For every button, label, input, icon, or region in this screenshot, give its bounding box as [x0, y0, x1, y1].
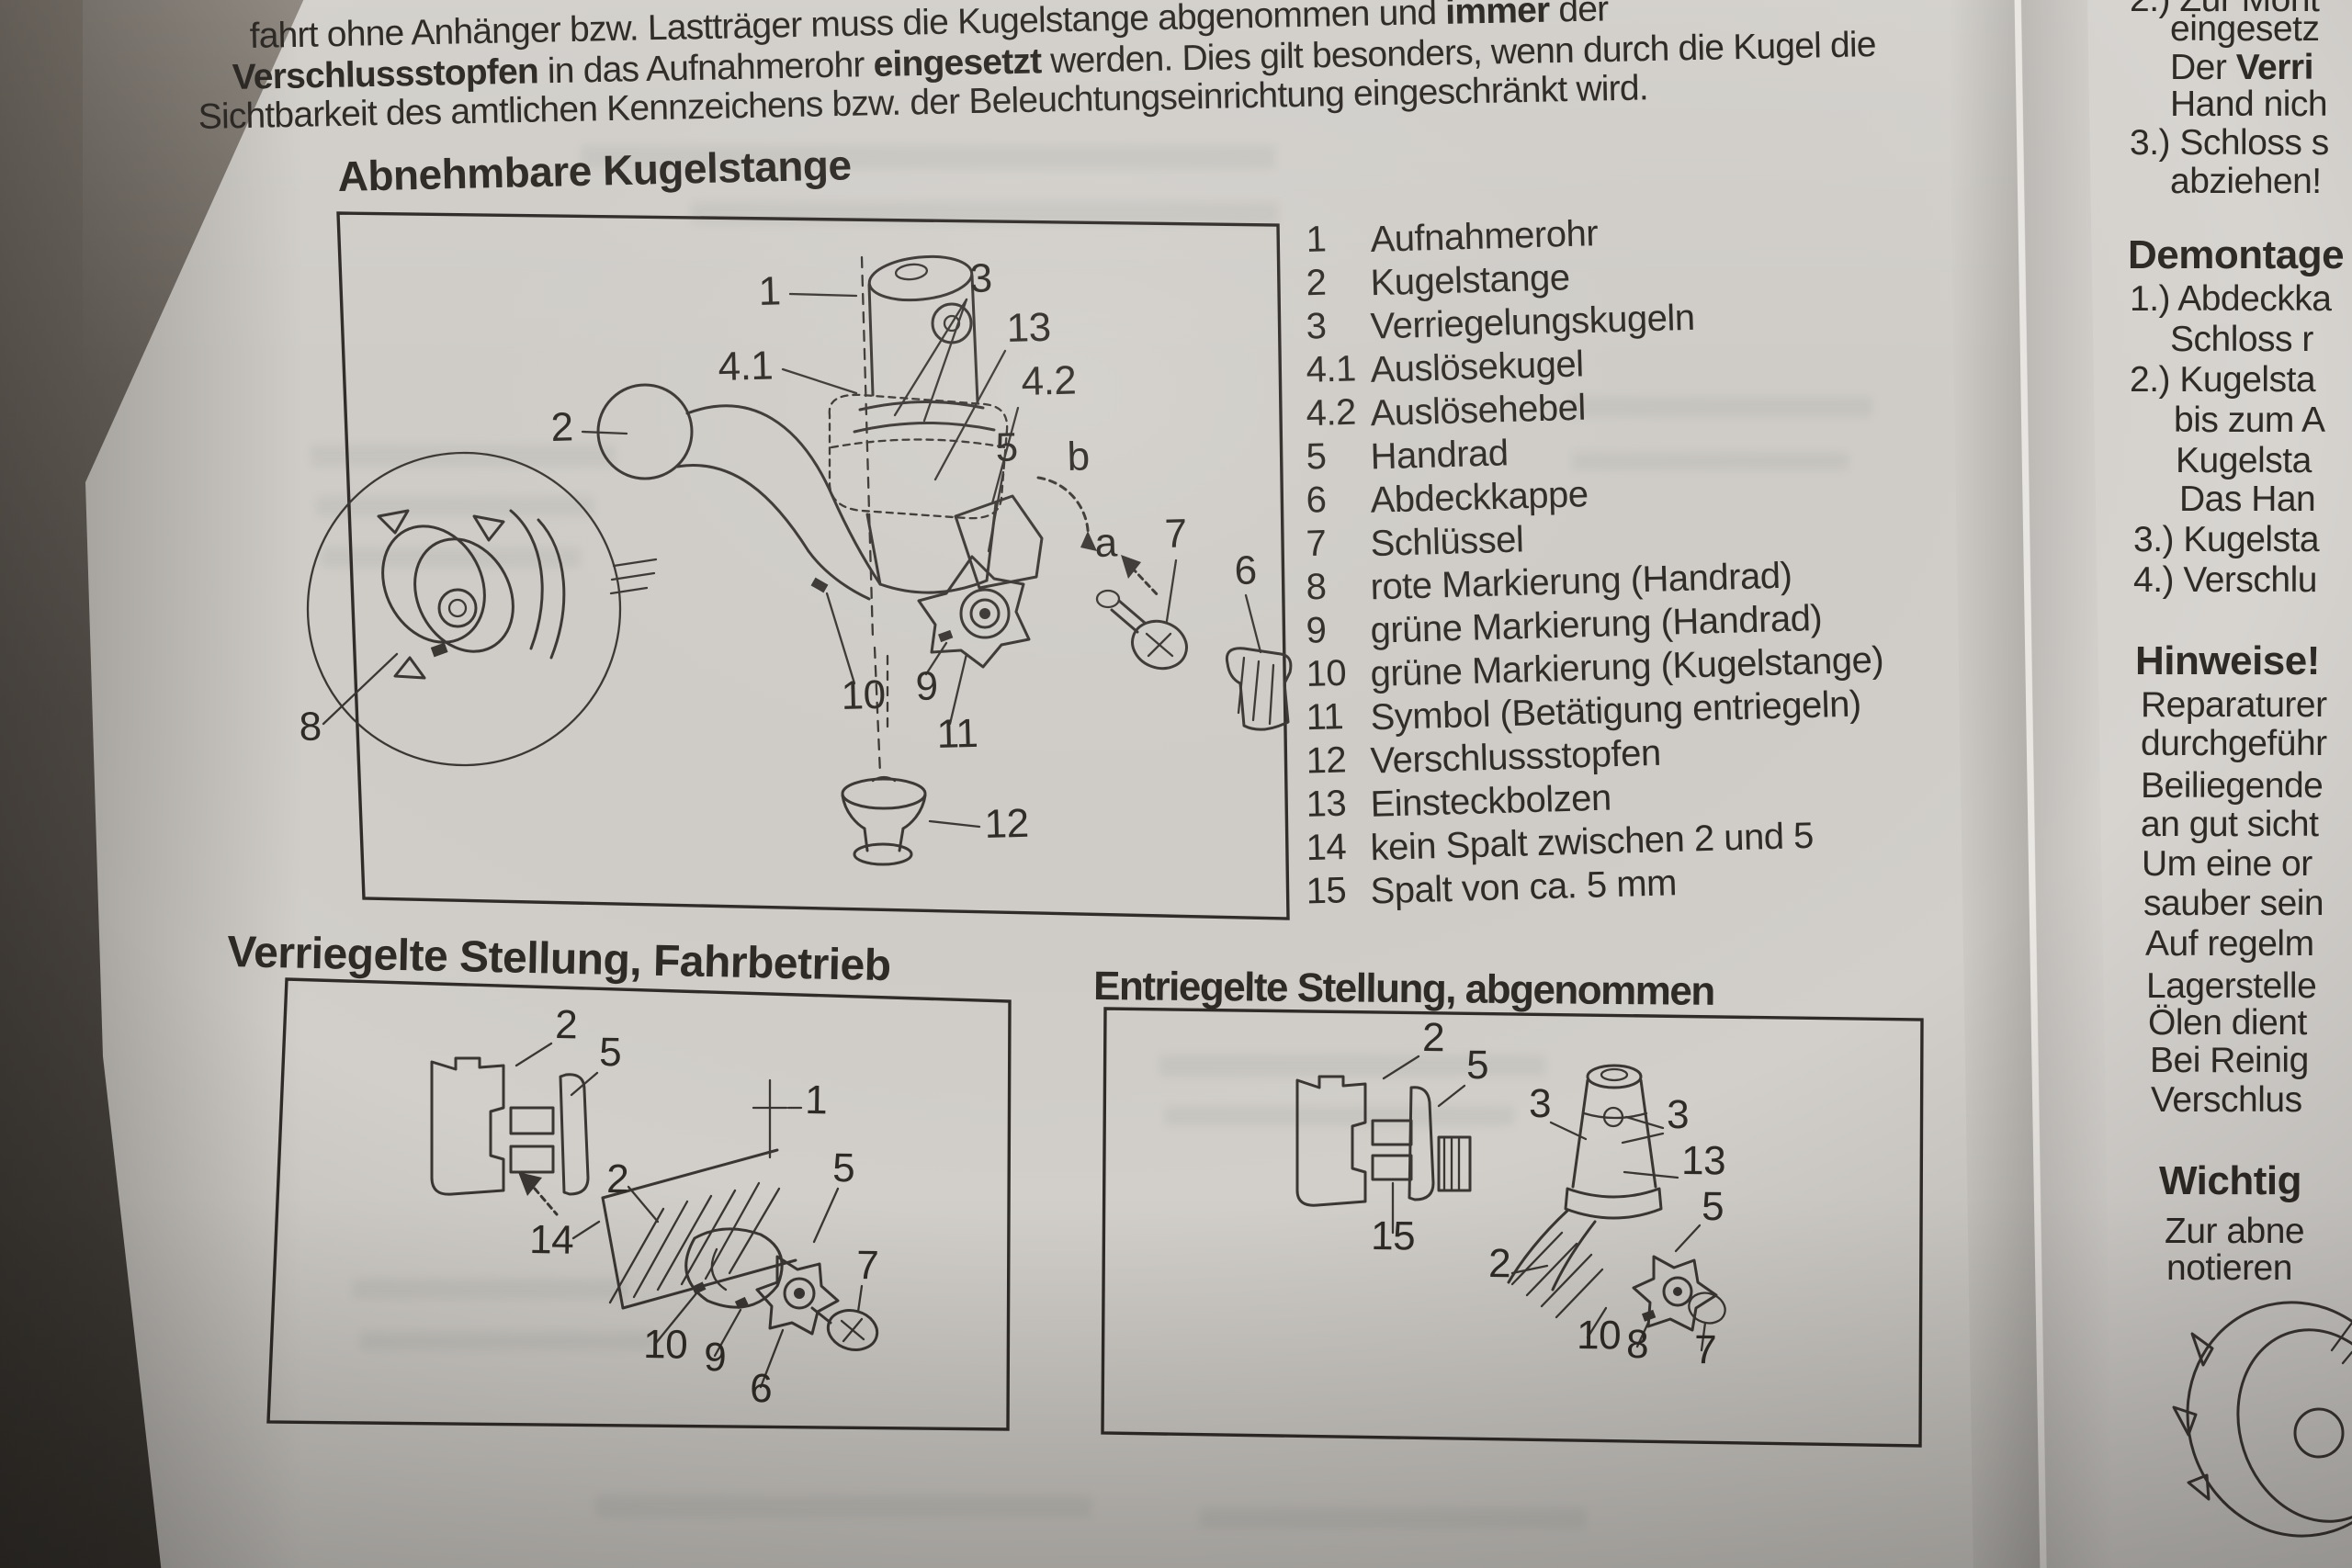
right-page-line: Das Han: [2179, 479, 2315, 519]
legend-number: 13: [1306, 784, 1347, 825]
right-page-line: Hand nich: [2170, 85, 2327, 124]
figure-callout: 10: [643, 1322, 688, 1368]
legend-number: 9: [1306, 610, 1327, 651]
figure-callout: 15: [1371, 1213, 1415, 1258]
figure-callout: 2: [555, 1002, 578, 1047]
right-page-line: notieren: [2166, 1248, 2292, 1288]
right-page-line: Auf regelm: [2145, 924, 2314, 964]
figure-callout: 9: [915, 663, 938, 709]
figure-callout: 14: [529, 1217, 574, 1263]
figure-callout: 1: [758, 268, 781, 314]
legend-label: Einsteckbolzen: [1370, 778, 1611, 825]
figure-callout: 13: [1681, 1138, 1725, 1183]
right-page-line: 2.) Kugelsta: [2130, 360, 2316, 400]
legend-number: 11: [1306, 696, 1344, 738]
unlocked-figure-title: Entriegelte Stellung, abgenommen: [1093, 964, 1714, 1014]
figure-callout: 12: [984, 801, 1029, 847]
figure-callout: 8: [1626, 1322, 1648, 1367]
figure-callout: 5: [832, 1145, 855, 1190]
figure-callout: 5: [599, 1030, 622, 1075]
legend-label: Handrad: [1370, 433, 1509, 477]
right-page-line: eingesetz: [2170, 9, 2319, 49]
right-page-line: Ölen dient: [2148, 1003, 2307, 1043]
figure-callout: 4.2: [1021, 357, 1077, 404]
legend-label: Spalt von ca. 5 mm: [1370, 863, 1677, 911]
figure-callout: 5: [995, 424, 1018, 470]
figure-callout: 6: [1234, 547, 1257, 593]
legend-label: Abdeckkappe: [1370, 474, 1589, 521]
figure-callout: 6: [750, 1366, 773, 1411]
right-page-line: bis zum A: [2174, 400, 2325, 440]
right-page-line: 3.) Schloss s: [2130, 123, 2329, 163]
figure-callout: 10: [1577, 1313, 1621, 1358]
legend-number: 10: [1306, 653, 1347, 694]
legend-label: Schlüssel: [1370, 519, 1524, 564]
figure-callout: 2: [606, 1156, 629, 1201]
legend-number: 4.2: [1306, 392, 1356, 434]
right-page-line: abziehen!: [2170, 162, 2322, 201]
figure-callout: 4.1: [718, 343, 774, 389]
right-page-line: Lagerstelle: [2146, 966, 2316, 1006]
figure-callout: 3: [969, 255, 992, 301]
figure-callout: 9: [704, 1335, 727, 1380]
legend-number: 14: [1306, 827, 1347, 868]
legend-label: Verschlussstopfen: [1370, 733, 1661, 782]
legend-number: 5: [1306, 436, 1327, 478]
right-page-line: durchgeführ: [2141, 724, 2327, 763]
figure-callout: 3: [1529, 1081, 1551, 1126]
figure-callout: 7: [856, 1243, 879, 1288]
right-page-line: Demontage: [2128, 232, 2344, 277]
legend-label: Kugelstange: [1370, 257, 1570, 303]
right-page-line: Verschlus: [2151, 1080, 2302, 1120]
legend-number: 6: [1306, 479, 1327, 521]
legend-number: 8: [1306, 567, 1327, 608]
figure-callout: 1: [805, 1077, 828, 1122]
legend-number: 3: [1306, 306, 1327, 347]
figure-callout: 10: [841, 672, 886, 718]
right-page-line: Bei Reinig: [2150, 1041, 2309, 1080]
figure-callout: 13: [1006, 305, 1051, 351]
right-page-line: an gut sicht: [2141, 805, 2319, 844]
legend-number: 12: [1306, 739, 1347, 781]
figure-callout: 5: [1466, 1043, 1488, 1088]
legend-number: 7: [1306, 524, 1327, 565]
figure-callout: 2: [1488, 1241, 1510, 1286]
legend-label: Auslösekugel: [1370, 344, 1584, 389]
legend-number: 4.1: [1306, 348, 1356, 389]
legend-number: 15: [1306, 870, 1347, 911]
figure-callout: 2: [1422, 1015, 1444, 1060]
right-page-line: Beiliegende: [2141, 766, 2323, 806]
legend-label: Auslösehebel: [1370, 388, 1586, 434]
legend-number: 2: [1306, 263, 1327, 304]
figure-callout: 7: [1164, 511, 1187, 557]
figure-callout: 3: [1667, 1092, 1689, 1137]
right-page-line: 3.) Kugelsta: [2133, 520, 2320, 559]
right-page-line: 4.) Verschlu: [2133, 560, 2317, 600]
right-page-line: Schloss r: [2170, 320, 2313, 359]
legend-label: Aufnahmerohr: [1370, 213, 1599, 260]
right-page-line: Reparaturer: [2141, 685, 2327, 725]
right-page-line: Wichtig: [2159, 1158, 2301, 1203]
figure-callout: 5: [1702, 1184, 1724, 1229]
figure-callout: 7: [1694, 1327, 1716, 1372]
right-page-line-der-verriegelung: Der Verri: [2170, 48, 2313, 87]
right-page-line: sauber sein: [2143, 884, 2324, 923]
right-page-line: 1.) Abdeckka: [2130, 279, 2332, 319]
figure-callout: b: [1067, 434, 1090, 479]
right-page-line: Hinweise!: [2135, 638, 2320, 683]
figure-callout: 2: [550, 404, 573, 450]
legend-number: 1: [1306, 219, 1327, 260]
right-page-line: Zur abne: [2165, 1212, 2304, 1251]
figure-callout: a: [1094, 520, 1118, 566]
right-page-line: Um eine or: [2142, 844, 2312, 884]
figure-callout: 11: [936, 711, 978, 757]
figure-callout: 8: [299, 704, 322, 750]
right-page-line: Kugelsta: [2176, 441, 2312, 480]
